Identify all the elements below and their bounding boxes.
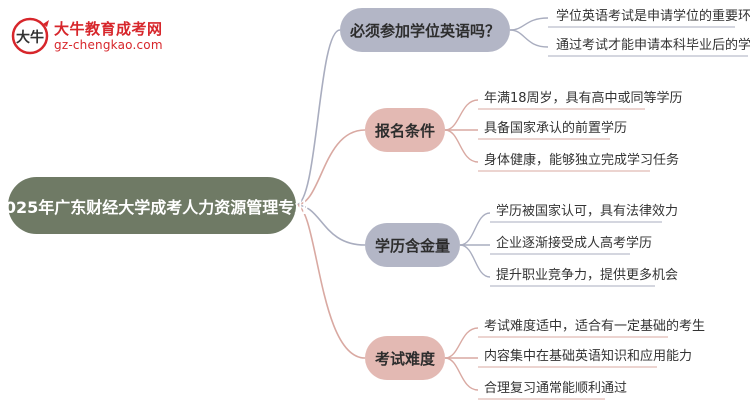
leaf-text: 身体健康，能够独立完成学习任务 — [484, 153, 680, 168]
connector-branch-1-leaf-2 — [509, 29, 549, 48]
branch-node-label: 学历含金量 — [374, 236, 450, 255]
leaf-text: 通过考试才能申请本科毕业后的学位证 — [556, 38, 750, 53]
root-node: 2025年广东财经大学成考人力资源管理专业 — [0, 177, 310, 234]
site-logo[interactable]: 大牛 大牛教育成考网 gz-chengkao.com — [10, 16, 180, 56]
leaf-text: 考试难度适中，适合有一定基础的考生 — [484, 319, 706, 334]
root-node-label: 2025年广东财经大学成考人力资源管理专业 — [0, 197, 311, 217]
logo-mark-text: 大牛 — [16, 29, 44, 46]
branch-node-label: 报名条件 — [374, 121, 435, 140]
leaf-text: 年满18周岁，具有高中或同等学历 — [484, 91, 683, 106]
connector-branch-3-leaf-1 — [459, 212, 491, 246]
leaf-text: 内容集中在基础英语知识和应用能力 — [484, 349, 693, 364]
branch-node-registration: 报名条件 — [365, 108, 445, 152]
logo-url: gz-chengkao.com — [54, 38, 163, 52]
leaf-text: 企业逐渐接受成人高考学历 — [496, 236, 653, 251]
branch-node-degree-english: 必须参加学位英语吗？ — [340, 8, 510, 52]
branch-node-difficulty: 考试难度 — [365, 336, 445, 380]
branch-node-label: 考试难度 — [374, 349, 435, 368]
connector-branch-4-leaf-1 — [444, 327, 479, 359]
connector-branch-2-leaf-3 — [444, 129, 479, 163]
connector-root-branch-3 — [295, 204, 366, 246]
connector-root-branch-4 — [295, 204, 366, 359]
leaf-text: 提升职业竞争力，提供更多机会 — [496, 268, 679, 283]
connector-root-branch-2 — [295, 129, 366, 206]
connector-branch-4-leaf-3 — [444, 357, 479, 391]
leaf-text: 合理复习通常能顺利通过 — [484, 381, 628, 396]
connector-root-branch-1 — [295, 29, 341, 206]
connector-branch-3-leaf-3 — [459, 244, 491, 278]
connector-branch-1-leaf-1 — [509, 17, 549, 31]
leaf-text: 学历被国家认可，具有法律效力 — [496, 204, 679, 219]
logo-title: 大牛教育成考网 — [54, 20, 163, 38]
logo-mark-icon: 大牛 — [11, 17, 49, 55]
connector-branch-2-leaf-1 — [444, 99, 479, 131]
branch-node-value: 学历含金量 — [365, 223, 460, 267]
leaf-text: 具备国家承认的前置学历 — [484, 121, 628, 136]
leaf-text: 学位英语考试是申请学位的重要环节 — [556, 9, 750, 24]
branch-node-label: 必须参加学位英语吗？ — [349, 21, 500, 40]
